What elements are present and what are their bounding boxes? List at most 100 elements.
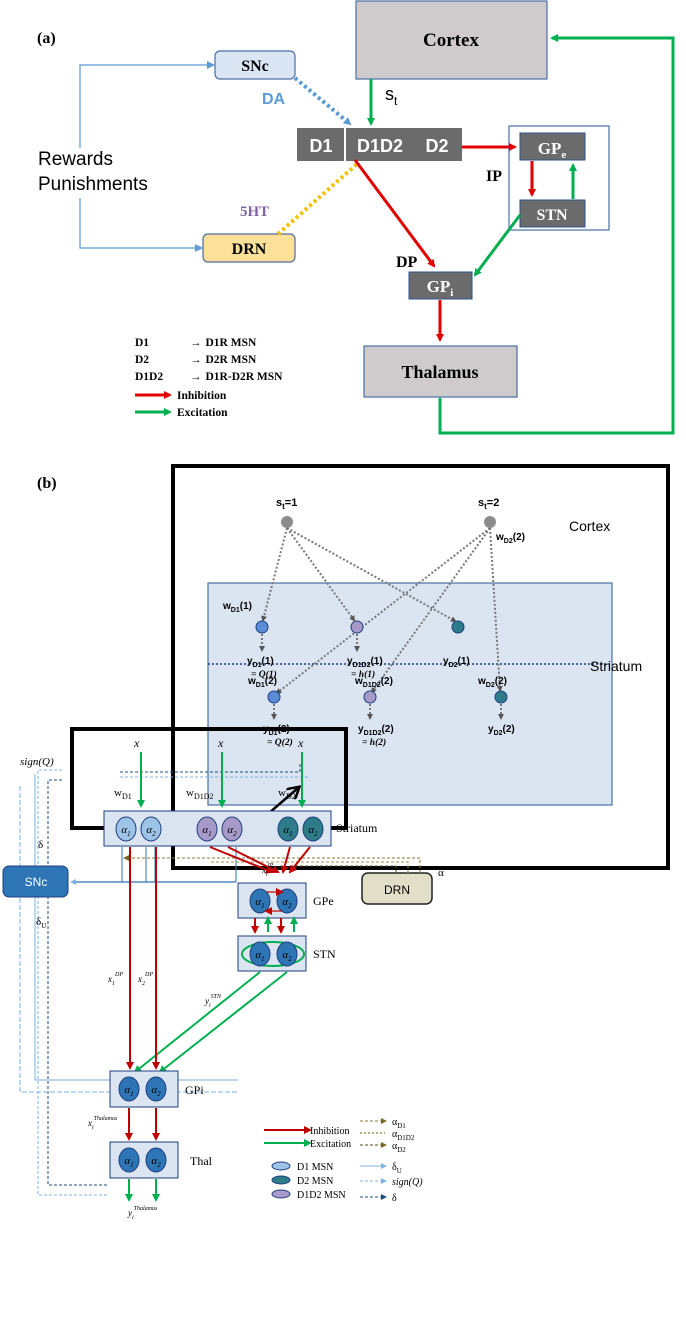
d1d2-alpha-2 — [221, 816, 243, 842]
d2-alpha-1-label: α1 — [283, 824, 292, 838]
legend-inhibition-label: Inhibition — [177, 390, 227, 402]
y-d1d2-1-eq: = h(1) — [351, 669, 375, 680]
striatum-bar — [297, 128, 462, 161]
edge-s1-d2-1 — [286, 527, 457, 622]
edge-s2-d1d2-2 — [370, 527, 491, 694]
stn-gpi-2 — [158, 971, 288, 1074]
gpi-alpha-2-label: α2 — [151, 1084, 161, 1098]
x-thal-label: xiThalamus — [87, 1116, 118, 1131]
model-snc-box — [2, 865, 69, 898]
legend-b-d1d2-label: D1D2 MSN — [297, 1190, 346, 1201]
edge-s1-d1d2-1 — [286, 527, 356, 622]
legend-b-exc-label: Excitation — [310, 1139, 351, 1150]
d2-alpha-1 — [277, 816, 299, 842]
w-d1-label: wD1 — [114, 787, 132, 801]
msn-d1-1 — [255, 620, 269, 634]
cortex-label: Cortex — [423, 30, 479, 51]
sign-q-label: sign(Q) — [20, 756, 54, 768]
gpe-alpha-1-label: α1 — [255, 896, 264, 910]
w-d1-2: wD1(2) — [247, 676, 277, 689]
da-label: DA — [262, 91, 286, 108]
punish-to-drn-line — [79, 198, 203, 252]
legend-b-signq-label: sign(Q) — [392, 1177, 423, 1188]
model-drn-label: DRN — [384, 883, 410, 897]
w-d1d2-label: wD1D2 — [186, 787, 214, 801]
legend-b-d2-label: D2 MSN — [297, 1176, 333, 1187]
legend-b-inh-label: Inhibition — [310, 1126, 349, 1137]
dp-label: DP — [396, 254, 418, 271]
y-d1-2-eq: = Q(2) — [267, 737, 293, 748]
legend-b-d1d2-swatch — [271, 1189, 291, 1199]
ip-label: IP — [486, 168, 502, 185]
gpe-model-label: GPe — [313, 894, 334, 908]
x1-dp-label: x1DP — [107, 972, 123, 987]
thal-alpha-1 — [118, 1147, 140, 1173]
gpi-label: GPi — [427, 277, 454, 299]
x-ip-label: xiIP — [261, 863, 274, 878]
thal-alpha-2 — [145, 1147, 167, 1173]
legend-row-2: D2→D2R MSN — [135, 354, 257, 366]
zoom-striatum-label: Striatum — [590, 658, 642, 674]
zoom-cortex-label: Cortex — [569, 518, 610, 534]
delta-label: δ — [38, 839, 43, 851]
msn-d1d2-1 — [350, 620, 364, 634]
thal-alpha-2-label: α2 — [151, 1155, 161, 1169]
thal-alpha-1-label: α1 — [124, 1155, 133, 1169]
y-d2-1: yD2(1) — [443, 656, 470, 669]
y-d1d2-2: yD1D2(2) — [358, 724, 394, 737]
legend-b-du-label: δU — [392, 1162, 402, 1175]
drn-label: DRN — [232, 241, 267, 258]
w-d1-1: wD1(1) — [222, 601, 252, 614]
gpi-alpha-2 — [145, 1076, 167, 1102]
legend-b-d1-label: D1 MSN — [297, 1162, 333, 1173]
ht-label: 5HT — [240, 204, 269, 220]
d1d2-alpha-1-label: α1 — [202, 824, 211, 838]
snc-label: SNc — [241, 58, 269, 75]
model-alpha-label: α — [438, 867, 444, 879]
d1d2-label: D1D2 — [357, 136, 403, 156]
model-drn-box — [361, 872, 433, 905]
d2-to-gpe-2 — [227, 846, 280, 873]
x2-dp-label: x2DP — [137, 972, 153, 987]
msn-d2-2 — [494, 690, 508, 704]
d1-label: D1 — [309, 136, 332, 156]
y-d1d2-1: yD1D2(1) — [347, 656, 383, 669]
gpi-alpha-1-label: α1 — [124, 1084, 133, 1098]
stn-alpha-2-label: α2 — [282, 949, 292, 963]
model-striatum-label: Striatum — [336, 821, 378, 835]
d1-alpha-2 — [140, 816, 162, 842]
stn-label: STN — [536, 207, 568, 224]
cortex-box — [355, 0, 548, 80]
thalamus-box — [363, 345, 518, 398]
w-d2-2-top: wD2(2) — [495, 532, 525, 545]
edge-s2-d1-2 — [275, 527, 491, 695]
legend-b-ad1d2-label: αD1D2 — [392, 1129, 415, 1142]
stn-alpha-2 — [276, 941, 298, 967]
snc-feed-line — [120, 762, 301, 773]
st-label: st — [385, 84, 398, 108]
y-d1-1-eq: = Q(1) — [251, 669, 277, 680]
y-thal-label: yiThalamus — [127, 1206, 158, 1221]
d2-to-gpe-3 — [280, 846, 291, 874]
d2-to-gpe-4 — [288, 846, 311, 874]
alpha-d2-line — [290, 865, 397, 873]
y-d1-1: yD1(1) — [247, 656, 274, 669]
gpi-alpha-1 — [118, 1076, 140, 1102]
gpi-box — [408, 271, 473, 300]
y-d2-2: yD2(2) — [488, 724, 515, 737]
legend-b-ad2-label: αD2 — [392, 1141, 406, 1154]
y-stn-label: yiSTN — [204, 994, 222, 1009]
thalamus-to-cortex-line — [438, 34, 675, 435]
legend-row-3: D1D2→D1R-D2R MSN — [135, 371, 283, 383]
stn-ring — [241, 941, 305, 967]
legend-b-d2-swatch — [271, 1175, 291, 1185]
sign-q-line — [37, 769, 108, 1196]
d1d2-alpha-2-label: α2 — [227, 824, 237, 838]
d1-alpha-2-label: α2 — [146, 824, 156, 838]
d2-alpha-2 — [302, 816, 324, 842]
msn-d1d2-2 — [363, 690, 377, 704]
d1-to-gpi-arrow — [353, 159, 436, 268]
state-2-node — [484, 516, 496, 528]
x-input-3: x — [297, 736, 304, 750]
